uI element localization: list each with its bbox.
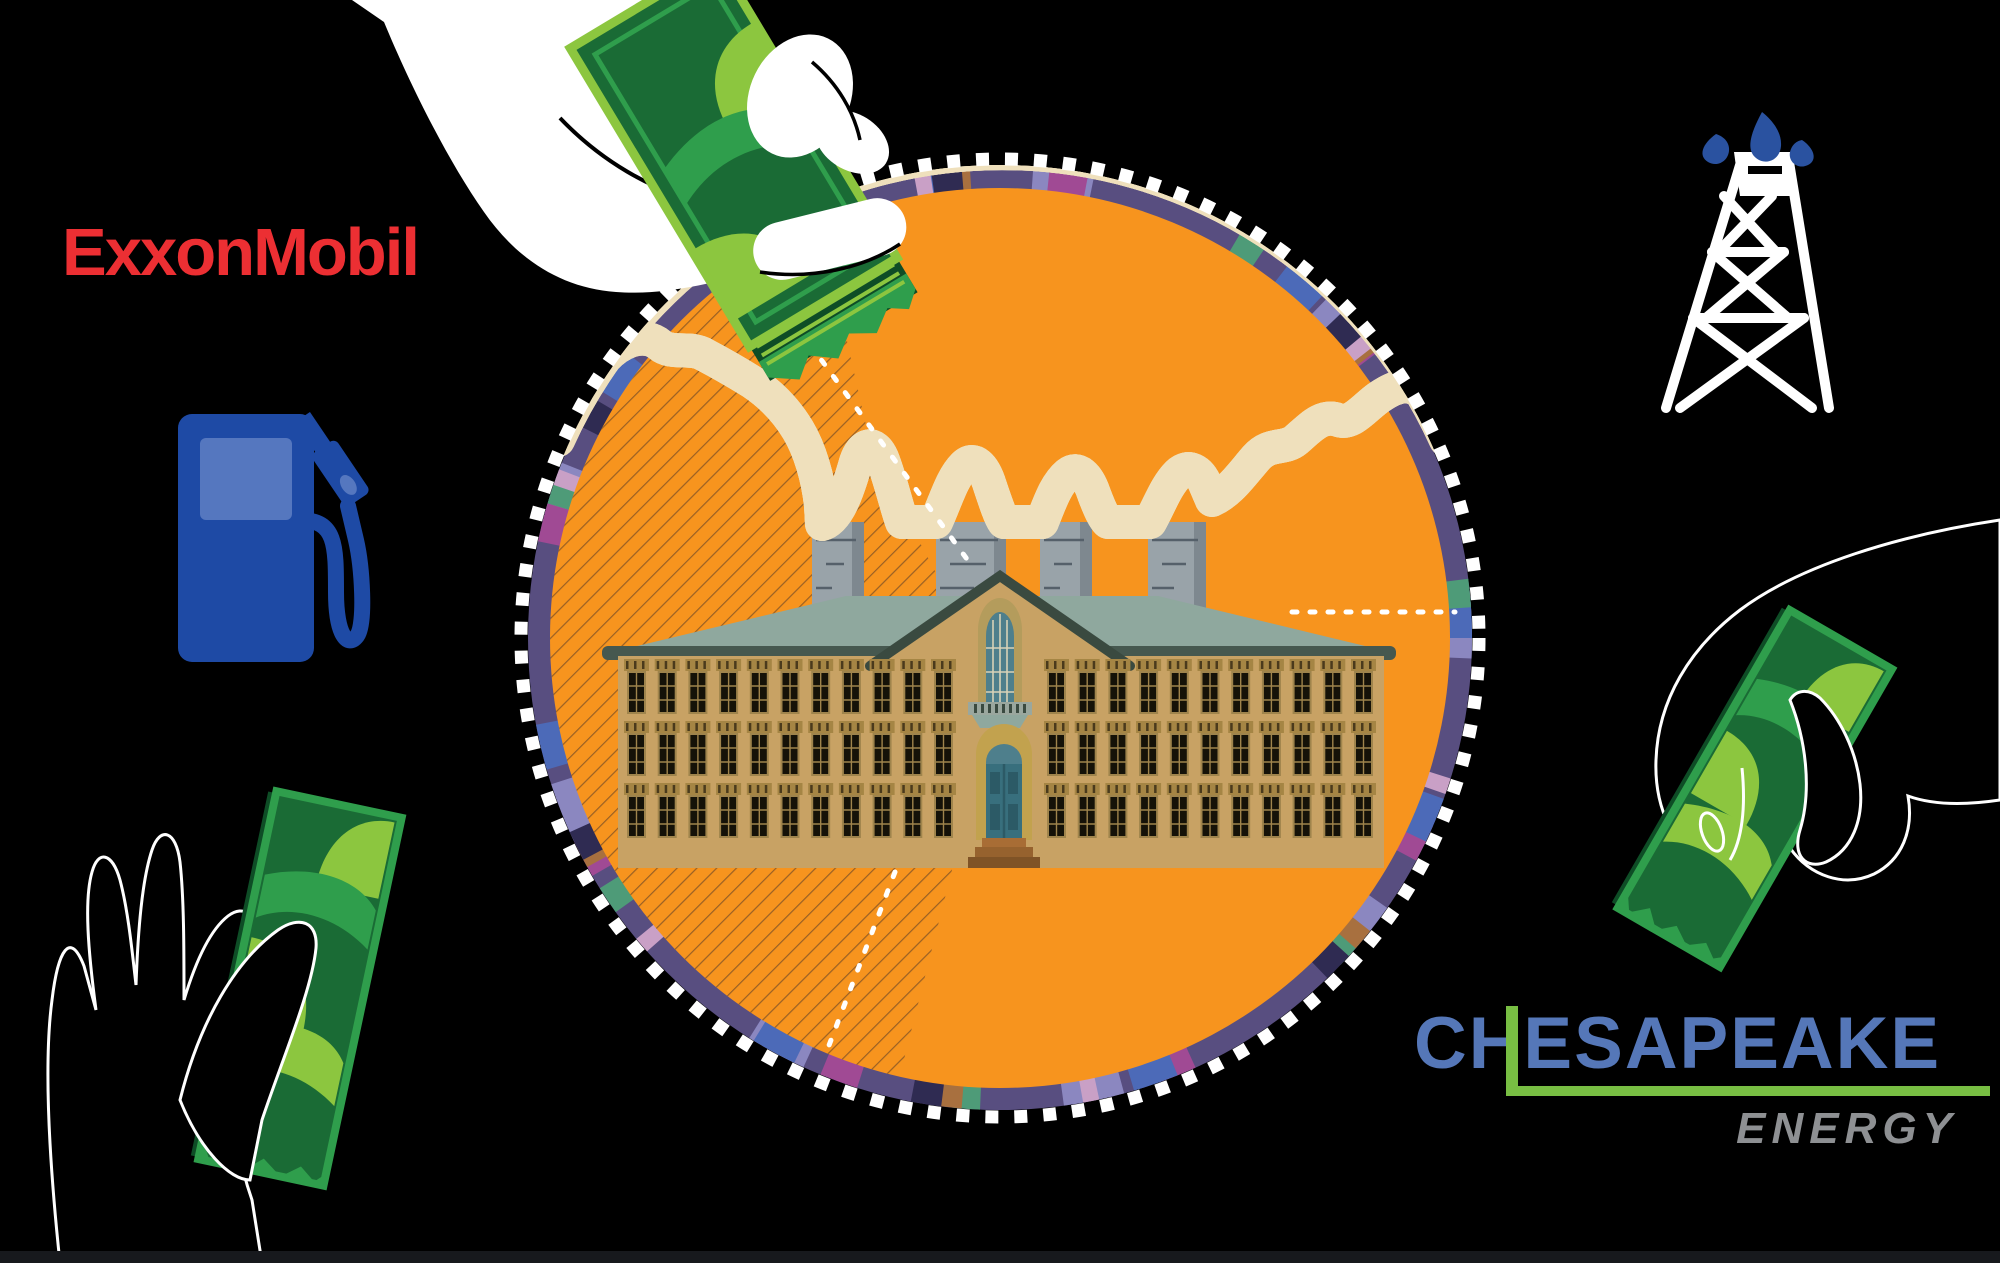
building-windows (624, 659, 1376, 838)
hand-dropping-money-right (1611, 518, 2000, 973)
exxonmobil-logo: ExxonMobil (62, 215, 420, 290)
collage-ring (528, 166, 1472, 1110)
building-steps (968, 838, 1040, 868)
government-building (602, 569, 1396, 868)
chesapeake-green-underline (1506, 1086, 1990, 1096)
hand-offering-money-left (46, 786, 407, 1263)
chesapeake-tagline: ENERGY (1736, 1104, 1958, 1153)
dotted-ring (514, 152, 1486, 1124)
oil-splash (1702, 112, 1814, 167)
bottom-strip (0, 1251, 2000, 1263)
oil-derrick-icon (1661, 112, 1834, 413)
dotted-rays (795, 325, 1458, 1051)
chesapeake-wordmark: CHESAPEAKE (1414, 1003, 1942, 1084)
hand-inserting-money (352, 0, 918, 381)
chesapeake-green-stem (1506, 1006, 1518, 1094)
chesapeake-energy-logo: CHESAPEAKE ENERGY (1414, 1002, 1992, 1162)
gas-pump-icon (178, 411, 371, 662)
